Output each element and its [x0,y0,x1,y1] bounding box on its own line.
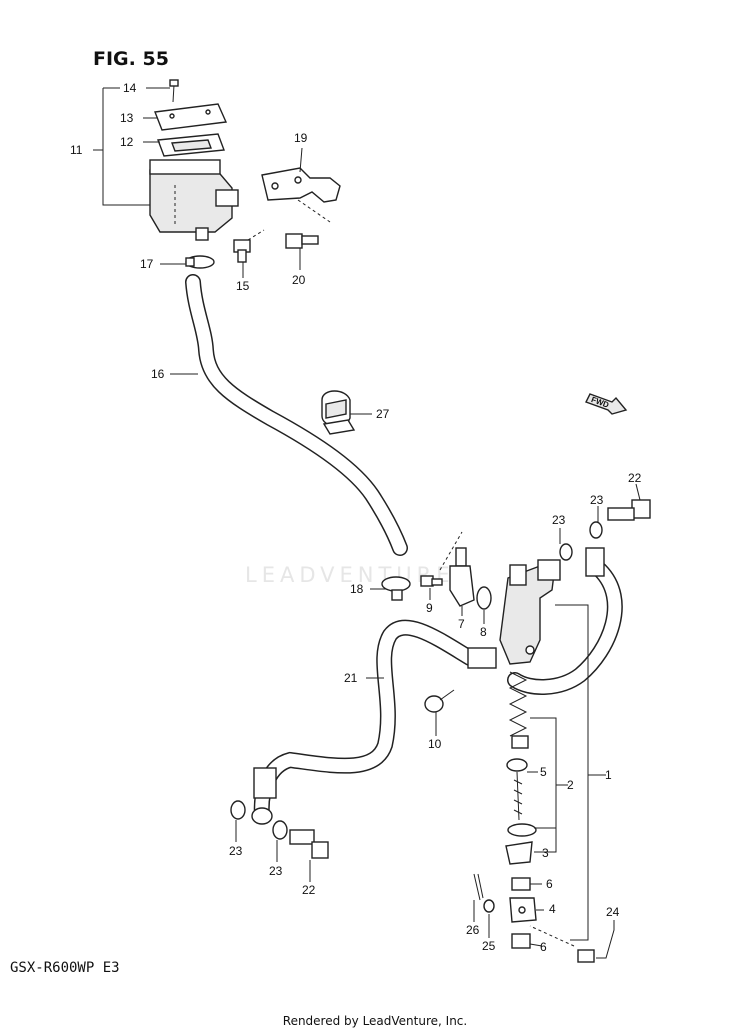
hose-end-fitting-lower [251,767,277,825]
callout-14: 14 [123,81,137,95]
piston-spring [508,671,529,749]
callout-21: 21 [344,671,358,685]
callout-9: 9 [426,601,433,615]
push-rod [506,758,528,821]
reservoir-hose [185,274,408,556]
watermark: LEADVENTURE [245,563,455,587]
callout-20: 20 [292,273,306,287]
clevis-4 [509,897,537,923]
screw-9 [420,575,443,587]
hose-connector-7 [439,531,475,607]
rendered-by-credit: Rendered by LeadVenture, Inc. [282,1014,468,1028]
callout-18: 18 [350,582,364,596]
callout-4: 4 [549,902,556,916]
callout-13: 13 [120,111,134,125]
callout-22-lower: 22 [302,883,316,897]
callout-1: 1 [605,768,612,782]
callout-6-upper: 6 [546,877,553,891]
bolt-10 [424,689,455,713]
washer-23-lower-a [230,800,246,820]
callout-23-upper-b: 23 [552,513,566,527]
reservoir-cap [154,103,228,131]
callout-25: 25 [482,939,496,953]
callout-3: 3 [542,846,549,860]
cotter-pin-26 [473,873,484,901]
o-ring-8 [476,586,492,610]
reservoir-cap-gasket [157,133,225,157]
callout-22-upper: 22 [628,471,642,485]
callout-27: 27 [376,407,390,421]
hose-clamp-17 [185,255,215,269]
reservoir-tank [149,159,239,241]
brake-hose-upper [507,562,623,695]
callout-23-upper-a: 23 [590,493,604,507]
callout-8: 8 [480,625,487,639]
banjo-fitting-front [537,559,561,581]
model-code: GSX-R600WP E3 [10,960,120,976]
hose-clamp-27 [321,390,356,435]
callout-17: 17 [140,257,154,271]
banjo-fitting-rear [467,647,497,669]
callout-5: 5 [540,765,547,779]
nut-6-lower [511,933,531,949]
callout-23-lower-a: 23 [229,844,243,858]
washer-25 [483,899,495,913]
washer-23-upper-b [559,543,573,561]
callout-24: 24 [606,905,620,919]
callout-6-lower: 6 [540,940,547,954]
reservoir-bracket [261,167,341,223]
brake-hose-lower [253,619,478,823]
leader-lines [93,87,641,959]
washer-23-upper-a [589,521,603,539]
callout-2: 2 [567,778,574,792]
union-bolt-22-lower [289,829,329,859]
callout-15: 15 [236,279,250,293]
callout-19: 19 [294,131,308,145]
callout-7: 7 [458,617,465,631]
bolt-24 [529,925,595,963]
callout-11: 11 [70,143,83,157]
cap-screw [169,79,179,103]
circlip [507,823,537,837]
washer-23-lower-b [272,820,288,840]
union-bolt-22-upper [607,499,651,521]
hose-end-fitting-upper [585,547,605,577]
rod-boot-3 [505,841,533,865]
callout-16: 16 [151,367,165,381]
figure-label: FIG. 55 [93,48,169,70]
hose-clamp-18 [381,576,411,601]
callout-26: 26 [466,923,480,937]
callout-10: 10 [428,737,442,751]
bolt-15 [233,229,265,263]
nut-6-upper [511,877,531,891]
forward-direction-arrow [585,393,628,415]
callout-23-lower-b: 23 [269,864,283,878]
bolt-20 [285,233,319,249]
callout-12: 12 [120,135,134,149]
